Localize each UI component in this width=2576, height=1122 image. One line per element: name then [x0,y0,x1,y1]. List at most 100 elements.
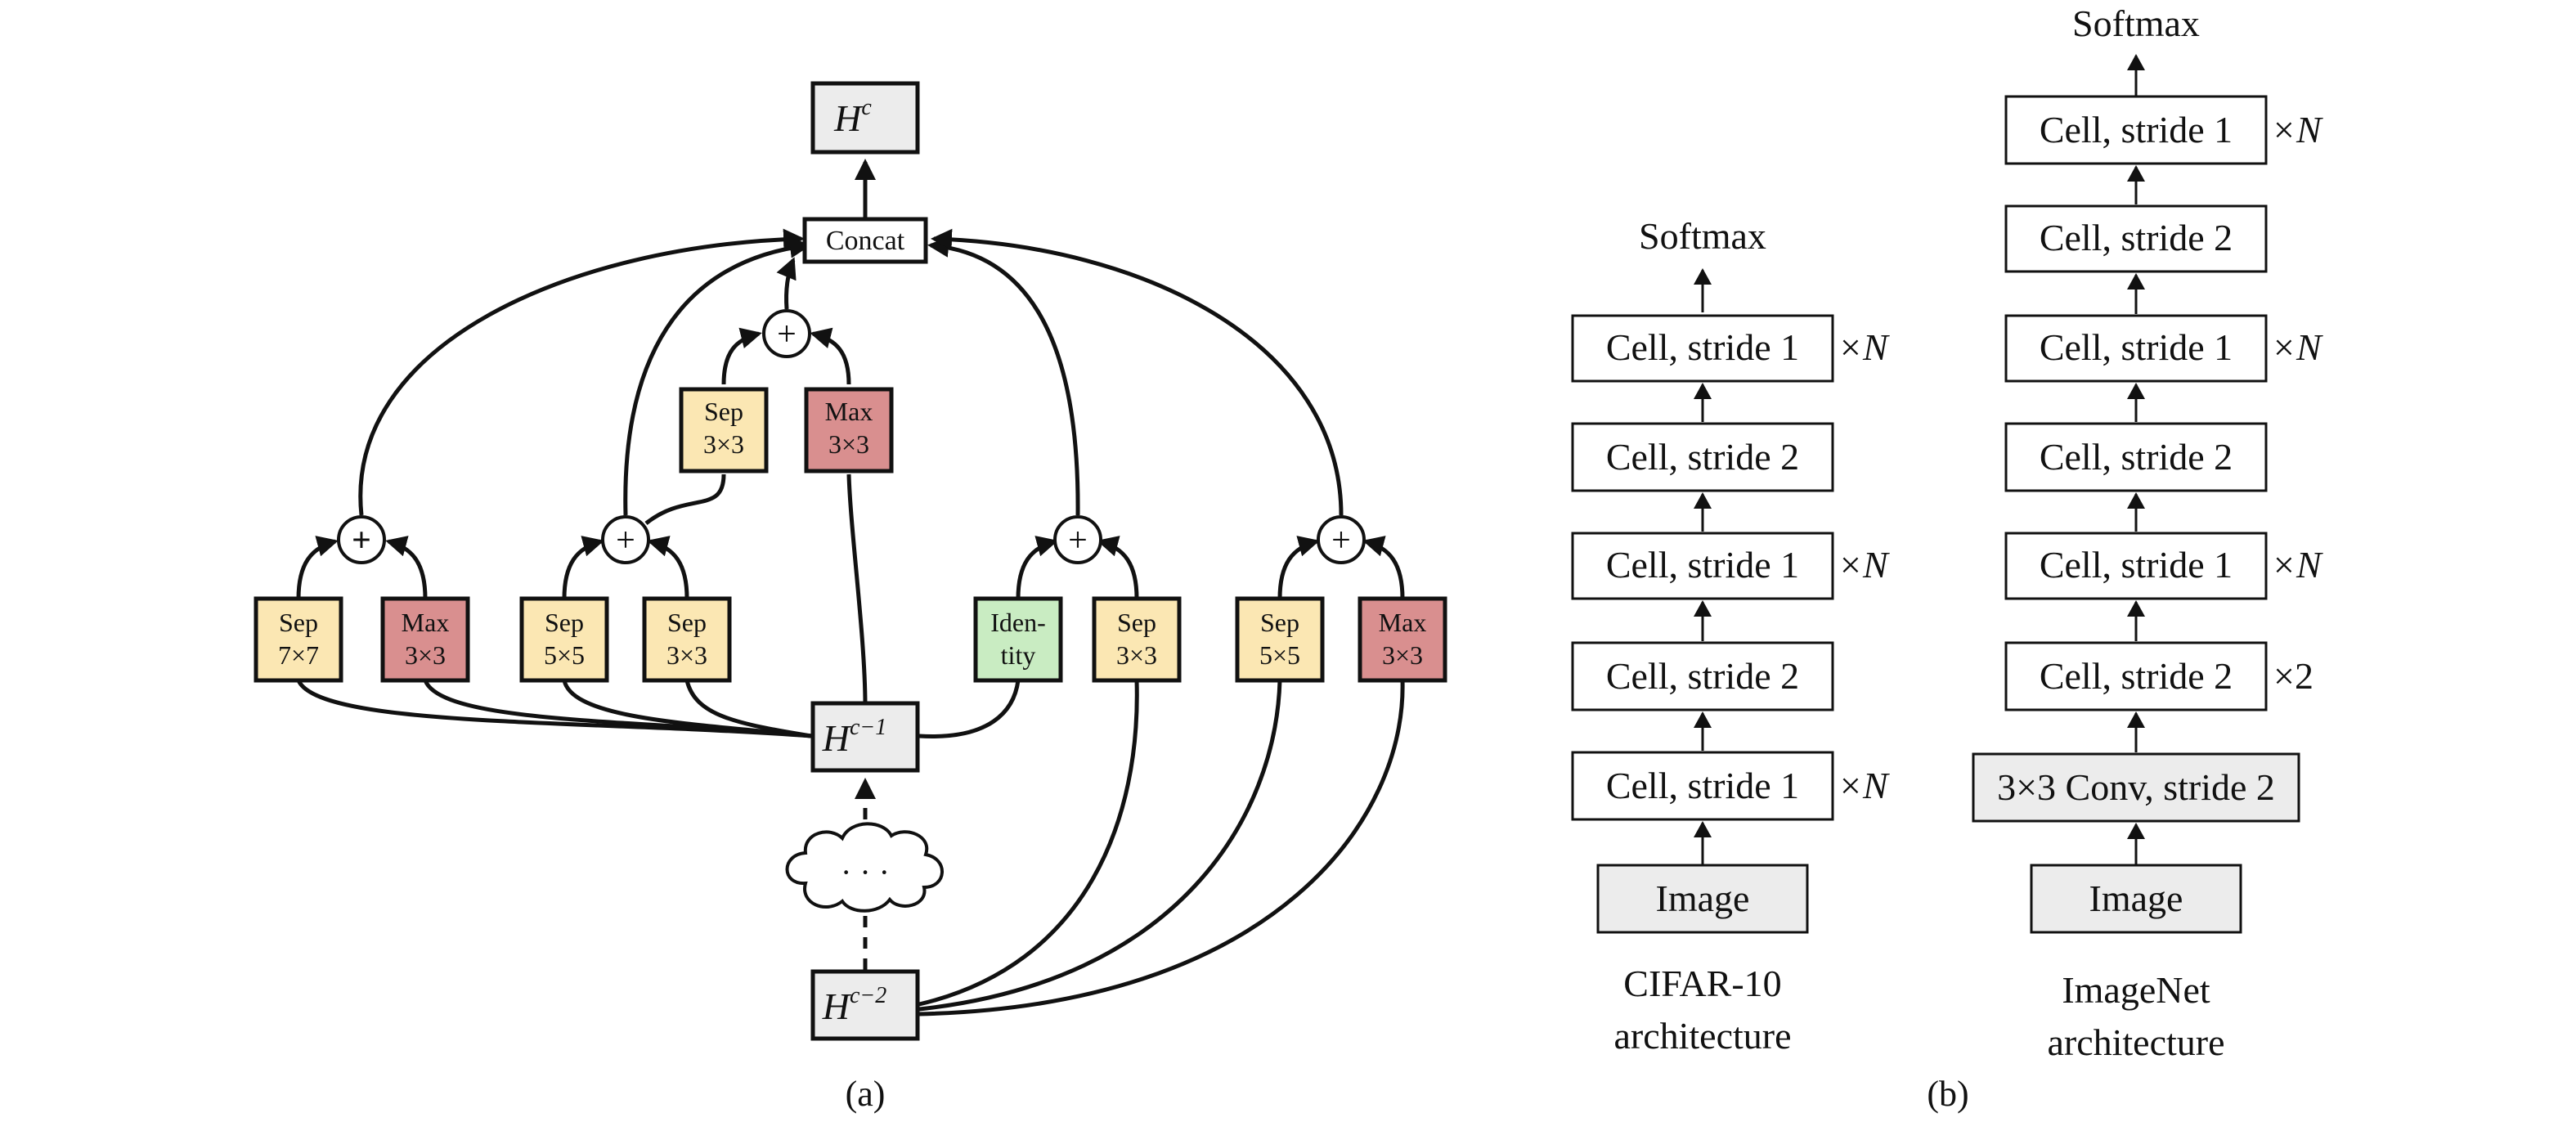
op-box-6-line1: Sep [1117,608,1156,637]
op-box-1-line2: 7×7 [278,640,319,670]
panel-a-caption: (a) [846,1074,886,1114]
imagenet-caption-line1: ImageNet [2062,969,2210,1011]
cifar-block-5: Cell, stride 1 ×N [1571,751,1890,821]
cifar-block-4: Cell, stride 2 [1571,641,1834,711]
imagenet-caption-line2: architecture [2047,1021,2224,1063]
adder-3-symbol: + [1068,522,1088,559]
cifar-caption-line2: architecture [1613,1015,1791,1057]
imagenet-block-3: Cell, stride 1 ×N [2004,314,2323,383]
cifar-block-4-rect [1571,641,1834,711]
imagenet-block-5-mult: ×N [2271,544,2323,586]
imagenet-block-2-label: Cell, stride 2 [2040,217,2233,258]
cifar-block-1: Cell, stride 1 ×N [1571,314,1890,383]
imagenet-block-7: 3×3 Conv, stride 2 [1972,752,2300,823]
op-box-top-sep-rect [679,387,769,473]
imagenet-block-7-rect [1972,752,2300,823]
imagenet-image-rect [2030,864,2242,934]
imagenet-block-4-label: Cell, stride 2 [2040,436,2233,478]
edge-op3-add2 [562,536,604,599]
adder-3-circle [1053,515,1102,564]
imagenet-block-6-rect [2004,641,2268,711]
node-concat-label: Concat [826,226,905,256]
imagenet-block-3-label: Cell, stride 1 [2040,326,2233,368]
op-box-1: Sep 7×7 [254,596,343,683]
cifar-block-3-rect [1571,532,1834,600]
imagenet-block-7-label: 3×3 Conv, stride 2 [1997,766,2275,808]
cifar-image: Image [1596,864,1809,934]
op-box-4-line1: Sep [667,608,707,637]
cifar-block-1-mult: ×N [1838,326,1890,368]
edge-hc2-op8 [918,680,1405,1017]
cifar-block-1-rect [1571,314,1834,383]
adder-1-circle [337,515,386,564]
cifar-image-label: Image [1656,877,1750,919]
panel-b-caption: (b) [1927,1074,1968,1114]
cloud-shape: · · · [785,822,944,913]
edge-hc2-op7 [918,680,1282,1012]
op-box-8-rect [1358,596,1447,683]
edge-topsep-add5 [721,327,762,385]
imagenet-block-1-rect [2004,95,2268,165]
op-box-6-line2: 3×3 [1116,640,1157,670]
op-box-top-sep-line2: 3×3 [703,429,744,459]
adders: + + + + + [337,309,1366,564]
op-box-3-rect [519,596,609,683]
edges-ops-to-adders [296,327,1405,599]
edge-hc1-op3 [562,680,812,738]
imagenet-softmax: Softmax [2072,2,2200,44]
cifar-block-3: Cell, stride 1 ×N [1571,532,1890,600]
cifar-column: Softmax Cell, stride 1 ×N Cell, stride 2… [1571,215,1890,1057]
edge-op2-add1 [385,536,428,599]
cifar-image-rect [1596,864,1809,934]
panel-b: Softmax Cell, stride 1 ×N Cell, stride 2… [1571,2,2323,1114]
node-hc1: Hc−1 [810,701,920,773]
imagenet-block-4-rect [2004,422,2268,492]
op-box-7-line1: Sep [1260,608,1299,637]
cifar-block-2-rect [1571,422,1834,492]
edge-topmax-add5 [810,327,851,385]
edge-add4-concat [931,228,1344,516]
imagenet-block-6-mult: ×2 [2273,655,2313,697]
cifar-block-3-mult: ×N [1838,544,1890,586]
cloud-dots: · · · [841,854,890,891]
adder-2-symbol: + [616,522,635,559]
edge-add2-topsep [644,473,726,525]
op-box-top-sep-line1: Sep [704,397,743,426]
operation-boxes: Sep 7×7 Max 3×3 Sep 5×5 Sep 3×3 Iden- [254,387,1447,683]
edge-add2-concat [623,236,811,516]
cloud-outline [785,822,944,913]
imagenet-image-label: Image [2089,877,2183,919]
op-box-top-max: Max 3×3 [804,387,894,473]
cifar-block-2: Cell, stride 2 [1571,422,1834,492]
op-box-8-line2: 3×3 [1382,640,1423,670]
node-concat-box [802,217,928,264]
node-concat: Concat [802,217,928,264]
adder-2: + [601,515,650,564]
imagenet-block-4: Cell, stride 2 [2004,422,2268,492]
op-box-5-rect [973,596,1063,683]
cifar-block-3-label: Cell, stride 1 [1606,544,1799,586]
node-hc1-label: Hc−1 [822,715,887,759]
edges-from-hc2 [855,680,1405,1017]
op-box-2-rect [380,596,470,683]
op-box-5-line2: tity [1001,640,1036,670]
edge-hc1-op5 [918,680,1021,738]
imagenet-column: Softmax Cell, stride 1 ×N Cell, stride 2… [1972,2,2323,1063]
cifar-caption-line1: CIFAR-10 [1623,963,1781,1004]
op-box-7-rect [1235,596,1325,683]
edge-op6-add3 [1097,536,1139,599]
edges-to-concat [358,159,1344,516]
panel-a: Hc Concat Hc−1 Hc−2 · · · + [254,81,1447,1114]
adder-1: + [337,515,386,564]
cifar-block-4-label: Cell, stride 2 [1606,655,1799,697]
edge-op8-add4 [1362,536,1405,599]
imagenet-block-1: Cell, stride 1 ×N [2004,95,2323,165]
imagenet-block-3-mult: ×N [2271,326,2323,368]
op-box-3-line2: 5×5 [544,640,585,670]
adder-4: + [1317,515,1366,564]
imagenet-block-1-label: Cell, stride 1 [2040,109,2233,150]
op-box-4-rect [642,596,732,683]
op-box-7: Sep 5×5 [1235,596,1325,683]
imagenet-block-5-label: Cell, stride 1 [2040,544,2233,586]
